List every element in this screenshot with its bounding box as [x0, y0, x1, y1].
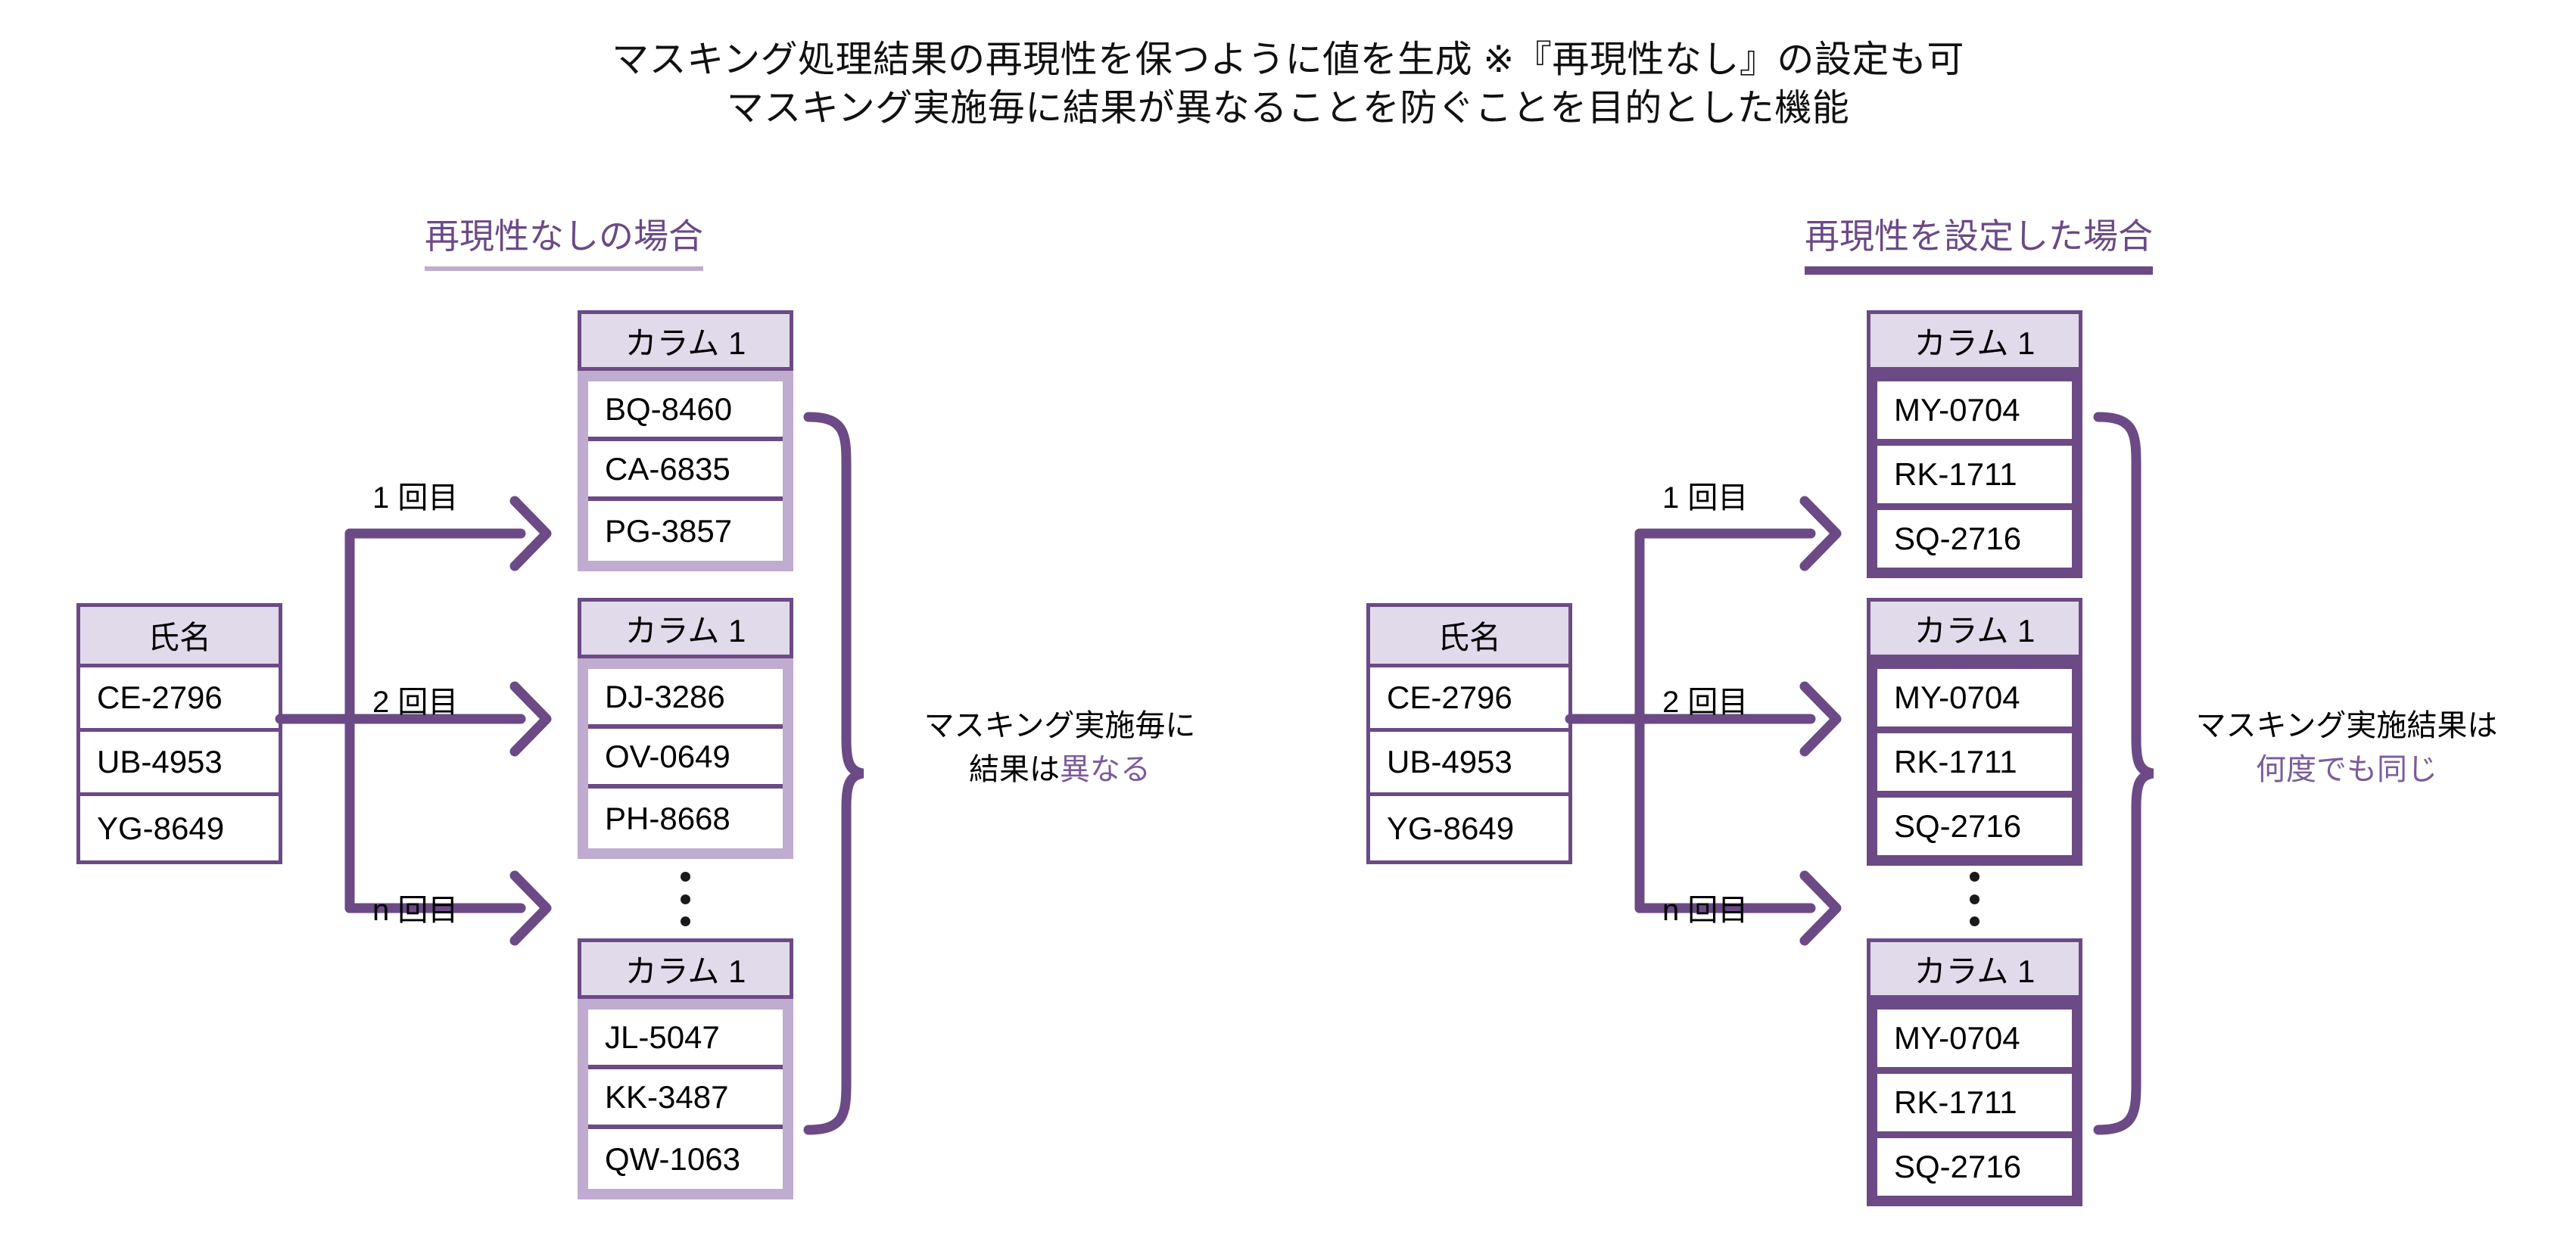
result-table-left-3: カラム 1 JL-5047 KK-3487 QW-1063	[578, 938, 793, 1199]
table-row: MY-0704	[1877, 1010, 2072, 1067]
connector-arrows-right	[1565, 496, 1842, 946]
result-table-left-1: カラム 1 BQ-8460 CA-6835 PG-3857	[578, 310, 793, 571]
page-title: マスキング処理結果の再現性を保つように値を生成 ※『再現性なし』の設定も可 マス…	[0, 36, 2576, 132]
source-table-body: CE-2796 UB-4953 YG-8649	[76, 667, 282, 864]
source-table-header: 氏名	[1366, 603, 1572, 667]
table-row: PG-3857	[588, 501, 783, 561]
table-row: SQ-2716	[1877, 510, 2072, 568]
arrow-label-nth-left: n 回目	[372, 894, 459, 927]
table-row: YG-8649	[80, 796, 279, 860]
source-table-body: CE-2796 UB-4953 YG-8649	[1366, 667, 1572, 864]
result-table-body: MY-0704 RK-1711 SQ-2716	[1867, 371, 2082, 578]
section-heading-with-reproducibility: 再現性を設定した場合	[1805, 209, 2153, 275]
table-row: YG-8649	[1370, 796, 1568, 860]
result-table-header: カラム 1	[578, 310, 793, 371]
result-table-left-2: カラム 1 DJ-3286 OV-0649 PH-8668	[578, 598, 793, 859]
arrow-label-nth-right: n 回目	[1662, 894, 1749, 927]
note-left-line-2: 結果は異なる	[901, 748, 1219, 792]
brace-right	[2093, 412, 2154, 1135]
result-table-header: カラム 1	[1867, 938, 2082, 999]
table-row: MY-0704	[1877, 669, 2072, 726]
result-table-header: カラム 1	[1867, 598, 2082, 658]
result-table-body: BQ-8460 CA-6835 PG-3857	[578, 371, 793, 571]
table-row: RK-1711	[1877, 1074, 2072, 1131]
result-table-body: MY-0704 RK-1711 SQ-2716	[1867, 658, 2082, 866]
result-table-body: JL-5047 KK-3487 QW-1063	[578, 999, 793, 1199]
connector-arrows-left	[275, 496, 552, 946]
table-row: CA-6835	[588, 441, 783, 501]
source-table-right: 氏名 CE-2796 UB-4953 YG-8649	[1366, 603, 1572, 864]
table-row: RK-1711	[1877, 446, 2072, 503]
result-table-right-3: カラム 1 MY-0704 RK-1711 SQ-2716	[1867, 938, 2082, 1206]
table-row: SQ-2716	[1877, 1138, 2072, 1196]
table-row: OV-0649	[588, 729, 783, 789]
result-table-right-1: カラム 1 MY-0704 RK-1711 SQ-2716	[1867, 310, 2082, 578]
arrow-label-1st-right: 1 回目	[1662, 481, 1749, 515]
source-table-left: 氏名 CE-2796 UB-4953 YG-8649	[76, 603, 282, 864]
table-row: PH-8668	[588, 789, 783, 848]
arrow-label-2nd-right: 2 回目	[1662, 686, 1749, 719]
result-table-body: MY-0704 RK-1711 SQ-2716	[1867, 999, 2082, 1206]
ellipsis-right	[1969, 872, 1980, 926]
result-table-header: カラム 1	[578, 598, 793, 658]
table-row: CE-2796	[80, 667, 279, 732]
title-line-1: マスキング処理結果の再現性を保つように値を生成 ※『再現性なし』の設定も可	[612, 39, 1964, 80]
note-left-line-1: マスキング実施毎に	[924, 709, 1196, 742]
result-table-body: DJ-3286 OV-0649 PH-8668	[578, 658, 793, 859]
note-right-line-1: マスキング実施結果は	[2195, 709, 2498, 742]
title-line-2: マスキング実施毎に結果が異なることを防ぐことを目的とした機能	[726, 87, 1850, 129]
table-row: JL-5047	[588, 1010, 783, 1069]
result-table-header: カラム 1	[1867, 310, 2082, 371]
table-row: RK-1711	[1877, 733, 2072, 791]
arrow-label-2nd-left: 2 回目	[372, 686, 459, 719]
table-row: CE-2796	[1370, 667, 1568, 732]
table-row: SQ-2716	[1877, 798, 2072, 855]
note-right-highlight: 何度でも同じ	[2256, 753, 2437, 786]
ellipsis-left	[680, 872, 690, 926]
section-heading-no-reproducibility: 再現性なしの場合	[425, 209, 703, 271]
table-row: BQ-8460	[588, 381, 783, 441]
source-table-header: 氏名	[76, 603, 282, 667]
note-left: マスキング実施毎に 結果は異なる	[901, 704, 1219, 792]
note-right: マスキング実施結果は 何度でも同じ	[2180, 704, 2513, 792]
brace-left	[803, 412, 864, 1135]
result-table-right-2: カラム 1 MY-0704 RK-1711 SQ-2716	[1867, 598, 2082, 866]
note-left-highlight: 異なる	[1060, 753, 1151, 786]
table-row: UB-4953	[1370, 732, 1568, 796]
result-table-header: カラム 1	[578, 938, 793, 999]
table-row: MY-0704	[1877, 381, 2072, 439]
note-left-plain: 結果は	[969, 753, 1060, 786]
table-row: QW-1063	[588, 1129, 783, 1189]
table-row: KK-3487	[588, 1069, 783, 1129]
table-row: DJ-3286	[588, 669, 783, 729]
table-row: UB-4953	[80, 732, 279, 796]
arrow-label-1st-left: 1 回目	[372, 481, 459, 515]
